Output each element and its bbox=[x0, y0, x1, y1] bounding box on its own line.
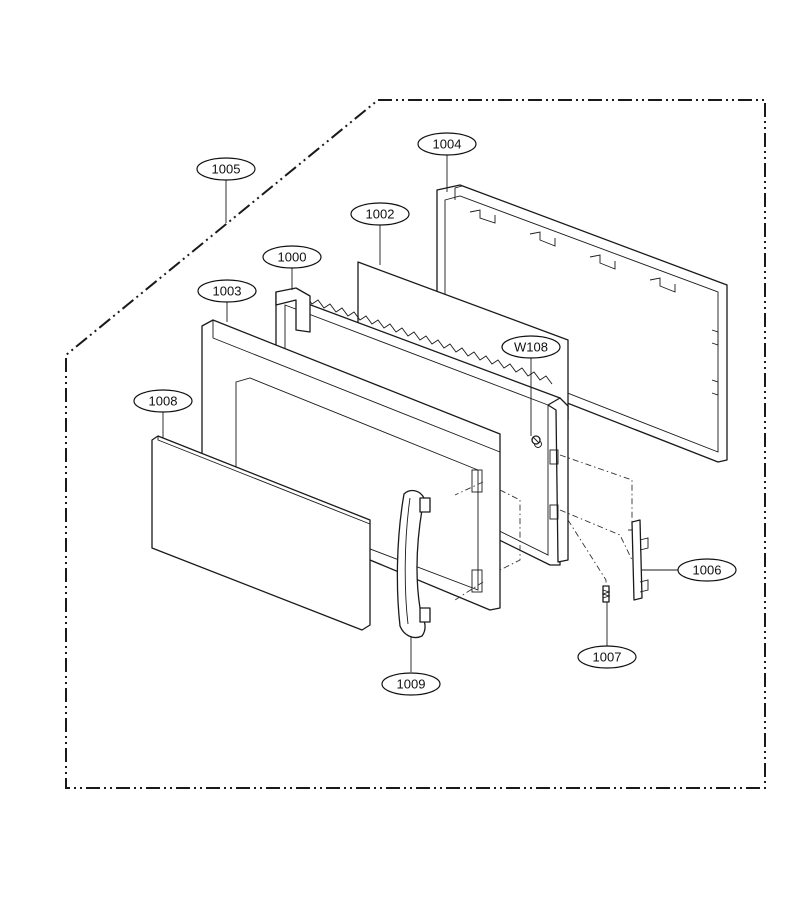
part-w108-screw bbox=[531, 435, 541, 445]
callout-1003-label: 1003 bbox=[213, 284, 242, 299]
callout-w108-label: W108 bbox=[514, 340, 548, 355]
callout-w108: W108 bbox=[501, 335, 561, 359]
callout-1005-label: 1005 bbox=[212, 162, 241, 177]
callout-1004-label: 1004 bbox=[433, 137, 462, 152]
callout-1002: 1002 bbox=[350, 202, 410, 226]
assembly-boundary bbox=[65, 99, 766, 789]
callout-1002-label: 1002 bbox=[366, 207, 395, 222]
callout-1007-label: 1007 bbox=[593, 650, 622, 665]
callout-1005: 1005 bbox=[196, 157, 256, 181]
part-1009-handle bbox=[396, 489, 431, 639]
callout-1009-label: 1009 bbox=[397, 677, 426, 692]
callout-1008: 1008 bbox=[133, 389, 193, 413]
callout-1003: 1003 bbox=[197, 279, 257, 303]
callout-1009: 1009 bbox=[381, 672, 441, 696]
callout-1006-label: 1006 bbox=[693, 563, 722, 578]
callout-1006: 1006 bbox=[677, 558, 737, 582]
leader-lines bbox=[162, 155, 678, 672]
callout-1000-label: 1000 bbox=[278, 250, 307, 265]
callout-1007: 1007 bbox=[577, 645, 637, 669]
assembly-hidden-lines bbox=[454, 454, 633, 601]
part-1006-latch-hook bbox=[628, 519, 649, 601]
callout-1008-label: 1008 bbox=[149, 394, 178, 409]
callout-1004: 1004 bbox=[417, 132, 477, 156]
part-1007-spring bbox=[601, 585, 611, 603]
callout-1000: 1000 bbox=[262, 245, 322, 269]
part-1008-front-panel bbox=[151, 435, 371, 631]
